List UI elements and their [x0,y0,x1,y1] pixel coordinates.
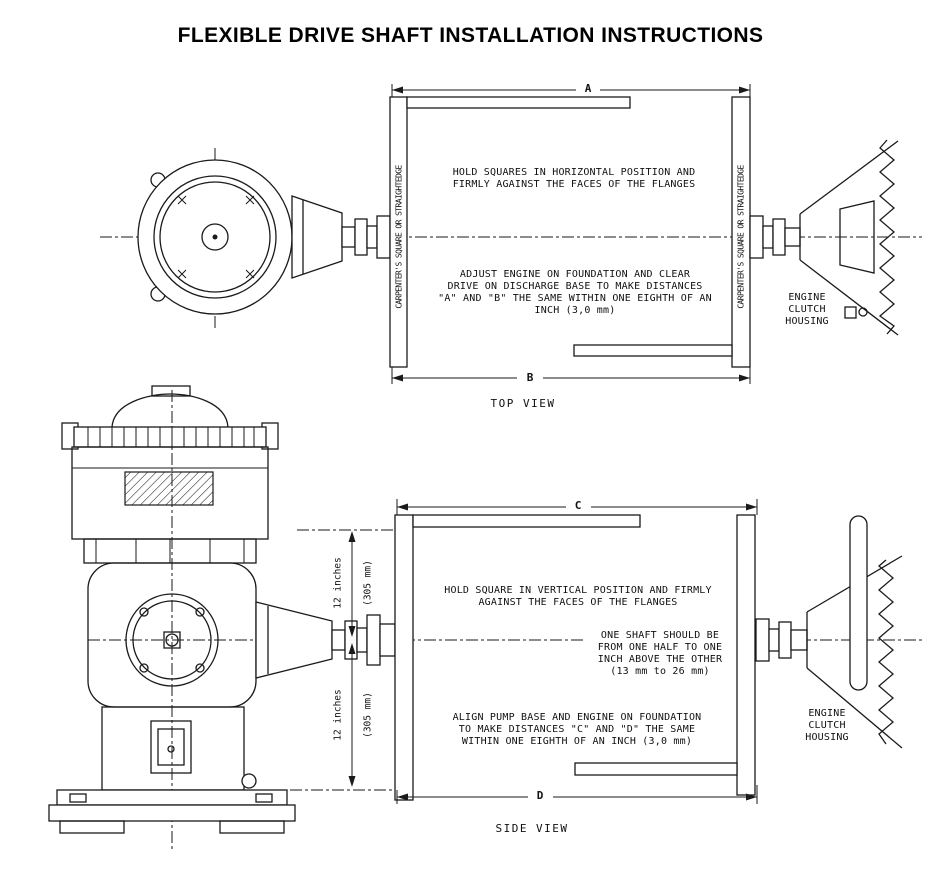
dimension-b-label: B [526,371,534,384]
side-view-caption: SIDE VIEW [495,822,569,835]
bolt-circle-top [858,307,868,317]
carpenters-square-left-side [394,514,641,801]
top-hold-instruction: HOLD SQUARES IN HORIZONTAL POSITION AND … [452,167,696,190]
shaft-offset-note: ONE SHAFT SHOULD BE FROM ONE HALF TO ONE… [597,630,723,677]
dimension-12-upper [348,531,356,637]
flexible-coupling-pump-top [341,215,391,259]
dimension-a [391,84,751,97]
dimension-d-label: D [536,789,544,802]
dimension-12-lower [348,643,356,787]
engine-clutch-housing-side [806,515,903,749]
engine-clutch-housing-label-top: ENGINE CLUTCH HOUSING [785,292,829,327]
engine-clutch-housing-top [799,139,899,336]
dimension-12-lower-mm-label: (305 mm) [362,692,374,738]
dimension-12-lower-inches-label: 12 inches [332,689,344,741]
side-align-instruction: ALIGN PUMP BASE AND ENGINE ON FOUNDATION… [452,712,702,747]
break-line-zigzag-side [878,559,894,745]
flexible-coupling-engine-side [755,618,808,662]
dimension-12-upper-inches-label: 12 inches [332,557,344,609]
pump-flange-side [125,593,219,687]
carpenters-square-right-top [573,96,751,368]
side-view-drawing [48,385,922,850]
flexible-coupling-engine-top [749,215,801,259]
carpenters-square-label-left: CARPENTER'S SQUARE OR STRAIGHTEDGE [394,165,404,309]
pump-bearing-cone-top [291,195,343,279]
dimension-12-upper-mm-label: (305 mm) [362,560,374,606]
pump-top-view [137,159,391,315]
drain-plug [241,773,257,789]
carpenters-square-label-right: CARPENTER'S SQUARE OR STRAIGHTEDGE [736,165,746,309]
top-view-caption: TOP VIEW [490,397,556,410]
clutch-lever [849,515,868,691]
carpenters-square-left-top [389,96,631,368]
dimension-c-label: C [574,499,582,512]
pump-side-view [48,385,396,834]
flexible-coupling-pump-side [331,614,396,666]
top-view-drawing [100,84,922,384]
top-adjust-instruction: ADJUST ENGINE ON FOUNDATION AND CLEAR DR… [438,269,712,316]
page-title: FLEXIBLE DRIVE SHAFT INSTALLATION INSTRU… [177,24,764,47]
dimension-a-label: A [584,82,592,95]
dimension-b [391,367,751,384]
break-line-zigzag-top [878,139,895,335]
carpenters-square-right-side [574,514,756,796]
side-hold-instruction: HOLD SQUARE IN VERTICAL POSITION AND FIR… [444,585,712,608]
bolt-square-top [844,306,857,319]
engine-clutch-housing-label-side: ENGINE CLUTCH HOUSING [805,708,849,743]
hatched-coupling-block [124,471,214,506]
dimension-c [396,499,758,515]
dimension-d [396,785,758,804]
